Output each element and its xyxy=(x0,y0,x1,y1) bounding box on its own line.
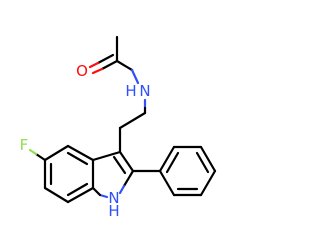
bond-c3-c2-b xyxy=(112,155,127,175)
bond-nitrogen-carbonyl-half xyxy=(130,68,140,85)
bond-carbonyl-oxygen-c xyxy=(91,67,104,75)
bond-phenyl-1-inner xyxy=(165,151,180,174)
bond-c6-c7 xyxy=(43,186,70,204)
bond-phenyl-6 xyxy=(158,169,176,197)
bond-c7-c7a-b xyxy=(66,182,89,197)
bond-c5-fluorine-half xyxy=(28,148,38,156)
bond-c2-n1-half xyxy=(118,184,126,195)
bond-c7-c7a-a xyxy=(66,186,95,204)
amide-hydrogen-atom-label: H xyxy=(125,82,136,100)
bond-n1-c7a-half xyxy=(98,193,109,199)
amide-nitrogen-atom-label: N xyxy=(139,82,150,100)
bond-phenyl-3 xyxy=(199,145,217,173)
bond-c3a-c4-b xyxy=(66,151,89,166)
bond-carbonyl-oxygen-b xyxy=(96,53,115,65)
bond-carbonyl-oxygen-a xyxy=(100,59,119,71)
bond-c3-c2-a xyxy=(118,150,135,173)
bond-n1-c7a xyxy=(91,186,102,197)
indole-nitrogen-atom-label: N xyxy=(108,189,119,207)
bond-carbonyl-oxygen-d xyxy=(88,61,100,69)
bond-c3a-c4-a xyxy=(66,144,95,162)
bond-phenyl-3-inner xyxy=(195,151,210,174)
bond-ch2-ch2 xyxy=(118,111,147,130)
oxygen-atom-label: O xyxy=(76,62,88,80)
bond-carbonyl-nitrogen xyxy=(115,59,134,72)
bond-c3-c3a xyxy=(91,150,122,162)
fluorine-atom-label: F xyxy=(20,136,29,154)
bond-c2-n1 xyxy=(122,169,135,188)
bond-c4-c5 xyxy=(43,144,70,162)
molecule-structure-diagram: O N H F N H xyxy=(19,35,217,220)
indole-hydrogen-atom-label: H xyxy=(108,202,119,220)
bond-phenyl-4 xyxy=(199,169,217,197)
bond-c5-fluorine xyxy=(34,152,47,162)
bond-phenyl-1 xyxy=(158,145,176,173)
